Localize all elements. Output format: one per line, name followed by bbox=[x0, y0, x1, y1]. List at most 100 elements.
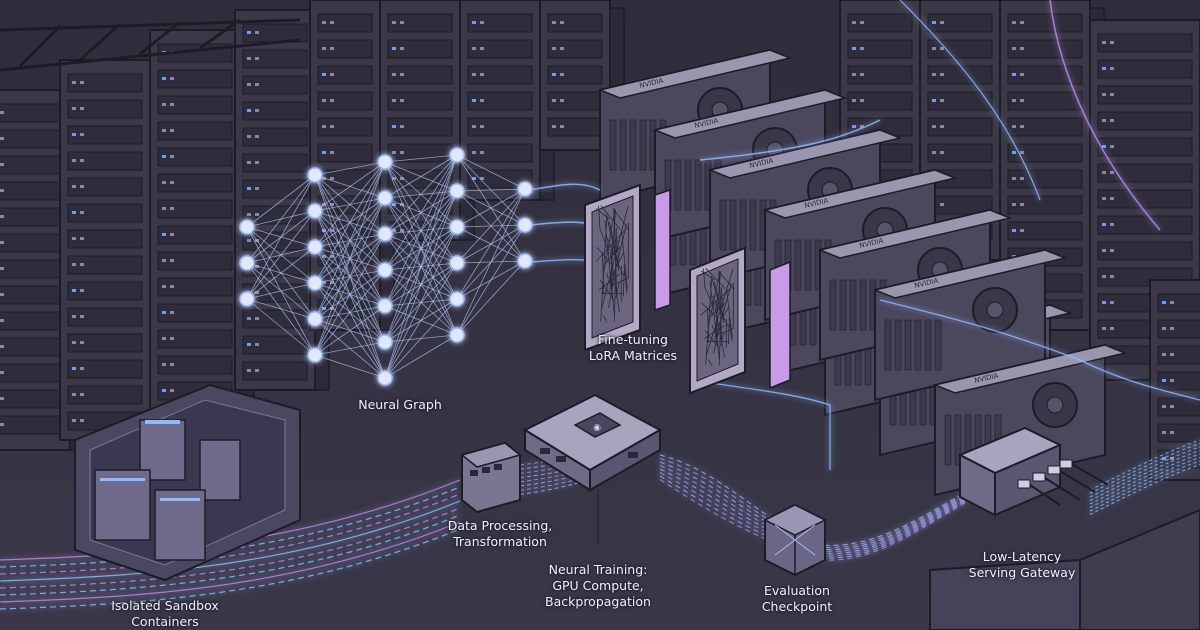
label-neural-graph: Neural Graph bbox=[358, 397, 442, 413]
lora-texture-line bbox=[606, 214, 617, 258]
label-lora-line1: Fine-tuning bbox=[598, 332, 668, 347]
sandbox-enclosure bbox=[74, 383, 301, 582]
data-stream bbox=[1089, 464, 1200, 515]
data-stream bbox=[0, 528, 461, 610]
neural-node bbox=[307, 347, 323, 363]
label-training-line1: Neural Training: bbox=[548, 562, 648, 577]
neural-node bbox=[377, 190, 393, 206]
lora-texture-line bbox=[720, 331, 725, 346]
lora-texture-line bbox=[713, 332, 719, 354]
label-gateway: Low-Latency Serving Gateway bbox=[969, 549, 1076, 581]
neural-edge bbox=[314, 354, 386, 379]
data-stream bbox=[1089, 453, 1200, 505]
neural-node bbox=[307, 203, 323, 219]
label-training-line3: Backpropagation bbox=[545, 594, 651, 609]
lora-texture-line bbox=[609, 221, 620, 268]
label-gateway-line1: Low-Latency bbox=[982, 549, 1062, 564]
neural-node bbox=[517, 217, 533, 233]
neural-edge bbox=[384, 226, 458, 379]
lora-texture-line bbox=[728, 323, 730, 345]
label-data-processing: Data Processing, Transformation bbox=[448, 518, 553, 550]
gpu-card: NVIDIA bbox=[932, 343, 1128, 497]
neural-edge bbox=[314, 161, 386, 248]
lora-texture-line bbox=[603, 315, 608, 323]
data-stream bbox=[0, 507, 461, 589]
neural-node bbox=[307, 311, 323, 327]
neural-edge bbox=[246, 174, 316, 300]
serving-gateway bbox=[957, 426, 1109, 517]
server-rack bbox=[1149, 279, 1200, 481]
neural-edge bbox=[456, 188, 526, 192]
neural-graph-edges bbox=[246, 154, 526, 379]
data-streams bbox=[0, 0, 1200, 610]
evaluation-cube bbox=[763, 503, 827, 577]
neural-node bbox=[377, 370, 393, 386]
lora-texture-line bbox=[705, 268, 726, 289]
neural-edge bbox=[456, 224, 526, 336]
server-rack bbox=[149, 29, 255, 421]
data-stream bbox=[699, 119, 881, 161]
lora-texture-line bbox=[706, 340, 729, 343]
data-stream bbox=[0, 493, 461, 575]
data-stream bbox=[1089, 446, 1200, 498]
data-stream bbox=[1089, 450, 1200, 501]
lora-texture-line bbox=[598, 205, 601, 229]
neural-edge bbox=[246, 298, 316, 356]
neural-node bbox=[377, 298, 393, 314]
server-rack bbox=[0, 89, 85, 451]
lora-texture-line bbox=[705, 277, 713, 366]
lora-texture-line bbox=[623, 271, 625, 297]
neural-edge bbox=[456, 260, 526, 336]
lora-texture-line bbox=[600, 205, 621, 231]
data-stream bbox=[879, 299, 1200, 401]
neural-edge bbox=[384, 298, 458, 379]
neural-node bbox=[449, 219, 465, 235]
lora-highlight-strips bbox=[654, 188, 791, 390]
lora-texture-line bbox=[600, 292, 624, 295]
neural-edge bbox=[314, 161, 386, 212]
lora-texture-line bbox=[623, 264, 628, 294]
lora-matrix-a bbox=[584, 183, 641, 352]
server-rack bbox=[59, 59, 165, 441]
lora-texture-line bbox=[719, 272, 735, 290]
label-sandbox-line1: Isolated Sandbox bbox=[111, 598, 219, 613]
neural-edge bbox=[456, 154, 526, 190]
neural-edge bbox=[246, 210, 316, 300]
server-racks bbox=[0, 0, 1200, 481]
label-data-line2: Transformation bbox=[453, 534, 547, 549]
data-stream bbox=[0, 514, 461, 596]
data-stream bbox=[1089, 460, 1200, 512]
data-stream bbox=[1049, 0, 1161, 231]
data-stream bbox=[899, 0, 1041, 201]
neural-edge bbox=[314, 161, 386, 320]
lora-texture-line bbox=[711, 324, 714, 329]
lora-texture-line bbox=[706, 268, 734, 355]
lora-texture-line bbox=[601, 205, 629, 310]
foreground-cabinet bbox=[929, 508, 1200, 630]
lora-texture-line bbox=[614, 210, 630, 231]
neural-edge bbox=[384, 154, 458, 343]
lora-texture-line bbox=[703, 268, 706, 288]
training-hub: ◉ bbox=[522, 393, 663, 545]
neural-edge bbox=[314, 161, 386, 176]
lora-texture-line bbox=[704, 286, 715, 309]
lora-texture-line bbox=[606, 273, 609, 279]
lora-texture-line bbox=[609, 252, 620, 313]
lora-texture-line bbox=[714, 282, 725, 321]
neural-edge bbox=[314, 305, 386, 356]
lora-texture-line bbox=[718, 286, 723, 366]
data-stream bbox=[529, 183, 601, 191]
gpu-card: NVIDIA bbox=[872, 248, 1068, 402]
data-stream bbox=[1089, 457, 1200, 508]
neural-node bbox=[449, 255, 465, 271]
label-lora: Fine-tuning LoRA Matrices bbox=[589, 332, 677, 364]
data-processing-unit bbox=[460, 441, 522, 514]
neural-node bbox=[377, 226, 393, 242]
lora-texture-line bbox=[607, 248, 616, 254]
neural-node bbox=[307, 275, 323, 291]
data-stream bbox=[0, 521, 461, 603]
neural-edge bbox=[246, 174, 316, 228]
neural-edge bbox=[246, 298, 316, 320]
neural-node bbox=[377, 262, 393, 278]
